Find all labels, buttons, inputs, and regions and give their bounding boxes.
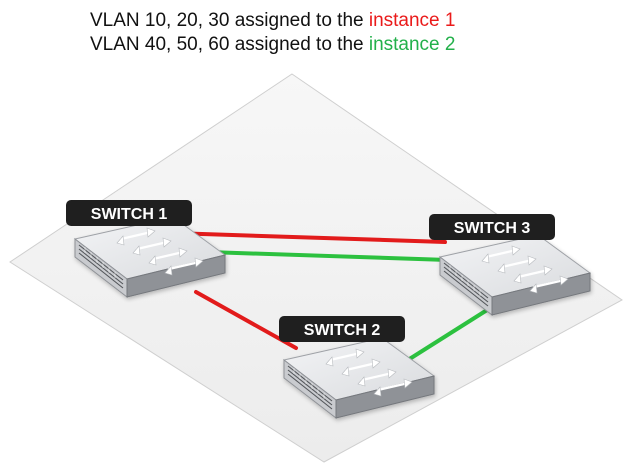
link-switch1-switch3-instance-2	[206, 250, 450, 262]
switch-1-label: SWITCH 1	[66, 200, 192, 226]
link-switch2-switch3-instance-2	[398, 303, 497, 367]
caption-line-instance-2: VLAN 40, 50, 60 assigned to the instance…	[90, 34, 455, 56]
instance-1-label: instance 1	[368, 10, 456, 31]
caption-line-instance-1: VLAN 10, 20, 30 assigned to the instance…	[90, 10, 455, 32]
switch-3-label: SWITCH 3	[429, 214, 555, 240]
caption-text: VLAN 40, 50, 60 assigned to the	[90, 34, 369, 55]
switch-2-label-text: SWITCH 2	[304, 322, 381, 339]
switch-1-label-text: SWITCH 1	[91, 206, 168, 223]
switch-3-label-text: SWITCH 3	[454, 220, 531, 237]
caption-text: VLAN 10, 20, 30 assigned to the	[90, 10, 369, 31]
link-switch1-switch3-instance-1	[170, 231, 447, 244]
instance-2-label: instance 2	[368, 34, 456, 55]
switch-2-label: SWITCH 2	[279, 316, 405, 342]
